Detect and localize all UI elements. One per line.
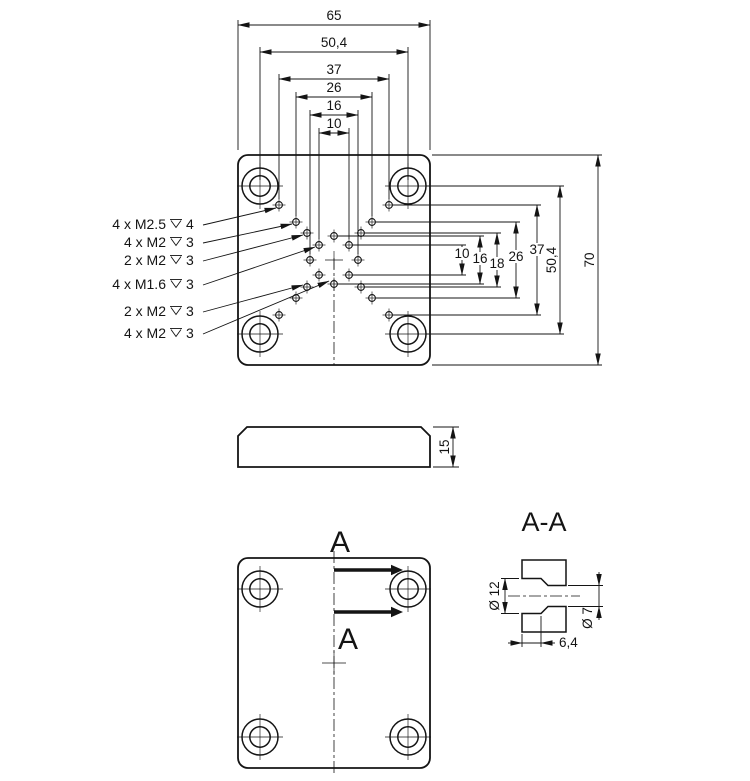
depth-icon bbox=[170, 306, 182, 316]
side-view: 15 bbox=[237, 426, 459, 468]
dim-label-dia-7: Ø 7 bbox=[580, 607, 595, 629]
callout-thread-label: 2 x M2 bbox=[124, 252, 166, 268]
thread-hole bbox=[288, 214, 304, 230]
dim-height-18: 18 bbox=[365, 232, 507, 288]
dim-height-50-4: 50,4 bbox=[426, 185, 564, 335]
dim-label-v26: 26 bbox=[508, 249, 523, 264]
thread-hole bbox=[299, 225, 315, 241]
counterbore-hole bbox=[236, 565, 284, 613]
dim-width-65: 65 bbox=[237, 8, 431, 150]
depth-icon bbox=[170, 279, 182, 289]
counterbore-hole bbox=[384, 713, 432, 761]
dim-label-v37: 37 bbox=[529, 242, 544, 257]
section-title: A-A bbox=[521, 507, 566, 537]
callout-m2-d: 4 x M2 3 bbox=[124, 280, 330, 341]
dim-height-16: 16 bbox=[338, 235, 490, 285]
depth-icon bbox=[170, 237, 182, 247]
thread-callouts: 4 x M2.5 4 4 x M2 3 2 x M2 bbox=[112, 207, 330, 341]
callout-depth-value: 3 bbox=[186, 303, 194, 319]
section-material-top bbox=[521, 559, 567, 587]
dim-width-37: 37 bbox=[278, 62, 390, 199]
dim-label-dia-12: Ø 12 bbox=[487, 581, 502, 610]
dim-label-v18: 18 bbox=[489, 256, 504, 271]
callout-thread-label: 4 x M1.6 bbox=[112, 276, 166, 292]
dim-counterbore-depth-6-4: 6,4 bbox=[508, 616, 578, 650]
section-letter-top: A bbox=[330, 526, 350, 559]
dim-label-v10: 10 bbox=[454, 246, 469, 261]
dim-width-16: 16 bbox=[309, 98, 359, 254]
dim-label-6-4: 6,4 bbox=[559, 635, 578, 650]
section-material-bottom bbox=[521, 605, 567, 633]
dim-height-26: 26 bbox=[376, 221, 526, 299]
callout-m2-c: 2 x M2 3 bbox=[124, 284, 304, 319]
dim-label-50-4: 50,4 bbox=[321, 35, 348, 50]
dim-label-v16: 16 bbox=[472, 251, 487, 266]
thread-hole bbox=[299, 279, 315, 295]
section-view: A-A Ø 12 Ø 7 6,4 bbox=[487, 507, 603, 650]
section-arrow-icon bbox=[391, 606, 403, 618]
dim-height-10: 10 bbox=[353, 244, 472, 276]
dim-width-10: 10 bbox=[318, 116, 350, 239]
callout-depth-value: 3 bbox=[186, 252, 194, 268]
dim-label-37: 37 bbox=[326, 62, 341, 77]
dim-counterbore-dia-12: Ø 12 bbox=[487, 578, 519, 614]
dim-height-37: 37 bbox=[393, 204, 547, 316]
dim-width-26: 26 bbox=[295, 80, 373, 216]
callout-m2-5: 4 x M2.5 4 bbox=[112, 207, 277, 232]
counterbore-hole bbox=[236, 310, 284, 358]
bottom-view: A A bbox=[236, 526, 432, 775]
depth-icon bbox=[170, 255, 182, 265]
callout-depth-value: 4 bbox=[186, 216, 194, 232]
dim-through-dia-7: Ø 7 bbox=[568, 572, 603, 629]
counterbore-hole bbox=[384, 310, 432, 358]
depth-icon bbox=[170, 219, 182, 229]
thread-hole bbox=[302, 252, 318, 268]
thread-hole bbox=[350, 252, 366, 268]
callout-thread-label: 2 x M2 bbox=[124, 303, 166, 319]
center-mark bbox=[325, 251, 343, 269]
dim-label-v50-4: 50,4 bbox=[544, 246, 559, 273]
dim-label-26: 26 bbox=[326, 80, 341, 95]
thread-hole bbox=[271, 307, 287, 323]
dim-label-16: 16 bbox=[326, 98, 341, 113]
callout-m1-6: 4 x M1.6 3 bbox=[112, 246, 316, 292]
thread-hole bbox=[311, 237, 327, 253]
dim-label-v70: 70 bbox=[582, 252, 597, 267]
section-letter-bottom: A bbox=[338, 623, 358, 656]
depth-icon bbox=[170, 328, 182, 338]
callout-depth-value: 3 bbox=[186, 325, 194, 341]
callout-thread-label: 4 x M2 bbox=[124, 325, 166, 341]
dim-thickness-15: 15 bbox=[433, 426, 459, 468]
dim-width-50-4: 50,4 bbox=[259, 35, 409, 180]
dim-label-10: 10 bbox=[326, 116, 341, 131]
thread-hole bbox=[271, 197, 287, 213]
dim-height-70: 70 bbox=[432, 154, 602, 366]
dim-label-15: 15 bbox=[437, 439, 452, 454]
dim-label-65: 65 bbox=[326, 8, 341, 23]
section-arrow-icon bbox=[391, 564, 403, 576]
top-view: 65 50,4 37 26 16 bbox=[112, 8, 602, 366]
callout-m2-a: 4 x M2 3 bbox=[124, 223, 293, 250]
callout-depth-value: 3 bbox=[186, 234, 194, 250]
section-cut-indicator: A A bbox=[330, 526, 403, 656]
plate-outline-side-view bbox=[237, 426, 431, 468]
callout-depth-value: 3 bbox=[186, 276, 194, 292]
counterbore-hole bbox=[236, 713, 284, 761]
callout-m2-b: 2 x M2 3 bbox=[124, 234, 304, 268]
callout-thread-label: 4 x M2 bbox=[124, 234, 166, 250]
callout-thread-label: 4 x M2.5 bbox=[112, 216, 166, 232]
thread-hole bbox=[311, 267, 327, 283]
center-mark bbox=[322, 651, 346, 675]
